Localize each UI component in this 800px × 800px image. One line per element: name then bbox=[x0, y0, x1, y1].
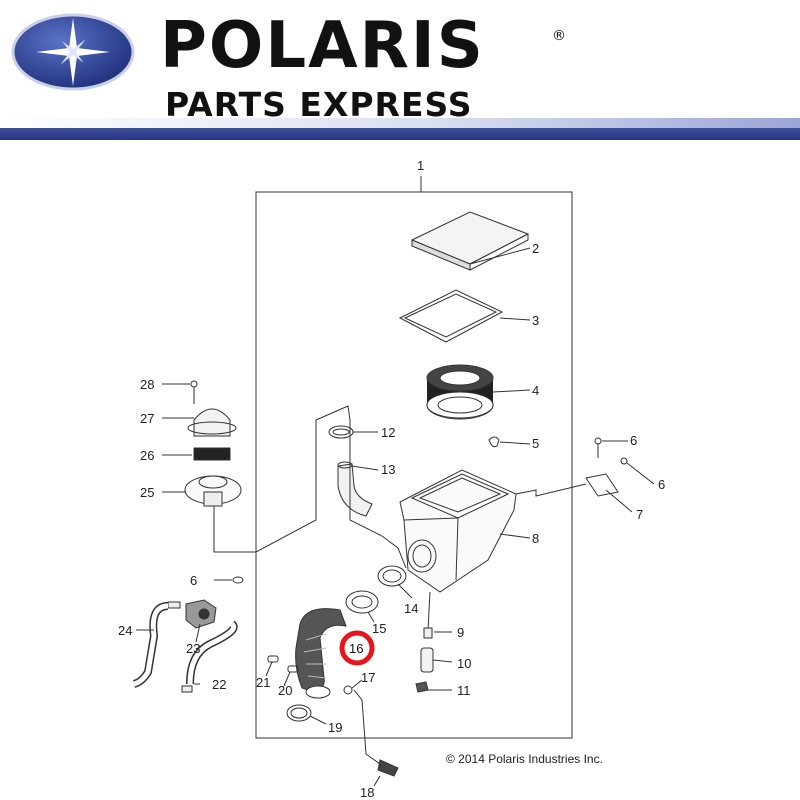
callout-9: 9 bbox=[457, 625, 464, 640]
callout-12: 12 bbox=[381, 425, 395, 440]
callout-27: 27 bbox=[140, 411, 154, 426]
header-band-fade bbox=[0, 118, 800, 128]
brand-name: POLARIS bbox=[160, 9, 485, 83]
callout-14: 14 bbox=[404, 601, 418, 616]
polaris-star-logo-icon bbox=[11, 13, 135, 91]
callout-3: 3 bbox=[532, 313, 539, 328]
callout-labels: 1 2 3 4 5 6 6 6 7 8 9 10 11 12 13 14 15 … bbox=[118, 158, 665, 800]
callout-17: 17 bbox=[361, 670, 375, 685]
callout-6b: 6 bbox=[658, 477, 665, 492]
highlight-ring bbox=[339, 630, 375, 666]
brand-tagline: PARTS EXPRESS bbox=[165, 85, 473, 124]
callout-25: 25 bbox=[140, 485, 154, 500]
callout-23: 23 bbox=[186, 641, 200, 656]
callout-6a: 6 bbox=[630, 433, 637, 448]
callout-19: 19 bbox=[328, 720, 342, 735]
callout-15: 15 bbox=[372, 621, 386, 636]
callout-11: 11 bbox=[457, 683, 471, 698]
callout-2: 2 bbox=[532, 241, 539, 256]
callout-10: 10 bbox=[457, 656, 471, 671]
callout-7: 7 bbox=[636, 507, 643, 522]
header-band bbox=[0, 128, 800, 140]
callout-26: 26 bbox=[140, 448, 154, 463]
callout-8: 8 bbox=[532, 531, 539, 546]
callout-1: 1 bbox=[417, 158, 424, 173]
callout-24: 24 bbox=[118, 623, 132, 638]
callout-5: 5 bbox=[532, 436, 539, 451]
callout-18: 18 bbox=[360, 785, 374, 800]
callout-16: 16 bbox=[349, 641, 363, 656]
callout-4: 4 bbox=[532, 383, 539, 398]
callout-13: 13 bbox=[381, 462, 395, 477]
copyright-notice: © 2014 Polaris Industries Inc. bbox=[446, 752, 603, 766]
registered-mark: ® bbox=[552, 28, 566, 44]
callout-21: 21 bbox=[256, 675, 270, 690]
header: POLARIS ® PARTS EXPRESS bbox=[0, 0, 800, 140]
callout-22: 22 bbox=[212, 677, 226, 692]
callout-20: 20 bbox=[278, 683, 292, 698]
parts-diagram: 1 2 3 4 5 6 6 6 7 8 9 10 11 12 13 14 15 … bbox=[118, 158, 665, 800]
callout-6c: 6 bbox=[190, 573, 197, 588]
callout-28: 28 bbox=[140, 377, 154, 392]
